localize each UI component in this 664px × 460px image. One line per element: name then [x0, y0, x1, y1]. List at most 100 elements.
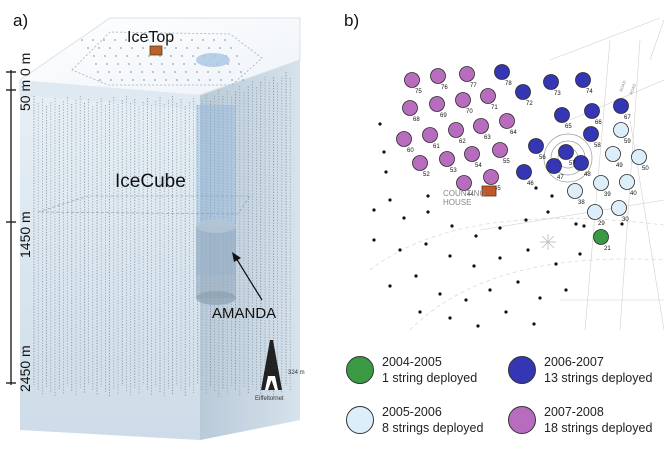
icetop-tank [119, 71, 121, 73]
legend-count: 18 strings deployed [544, 421, 653, 435]
icetop-tank [93, 55, 95, 57]
icetop-tank [208, 47, 210, 49]
string-65: 65 [554, 107, 572, 130]
icetop-tank [165, 79, 167, 81]
string-67: 67 [613, 98, 631, 121]
counting-house-label-2: HOUSE [443, 198, 471, 207]
string-marker [605, 146, 621, 162]
icetop-tank [196, 71, 198, 73]
planned-string-dot [464, 298, 468, 302]
string-number: 38 [578, 200, 585, 206]
planned-string-dot [564, 288, 568, 292]
string-number: 70 [466, 109, 473, 115]
string-48: 48 [573, 155, 591, 178]
icetop-tank [92, 39, 94, 41]
string-number: 68 [413, 117, 420, 123]
string-number: 21 [604, 246, 611, 252]
icetop-tank [103, 39, 105, 41]
icetop-tank [180, 39, 182, 41]
ice-block-side [200, 60, 300, 440]
planned-string-dot [414, 274, 418, 278]
string-marker [611, 200, 627, 216]
icetop-tank [132, 79, 134, 81]
icetop-tank [136, 39, 138, 41]
string-number: 55 [503, 159, 510, 165]
legend-swatch-green [346, 356, 374, 384]
string-78: 78 [494, 64, 512, 87]
legend-season: 2007-2008 [544, 405, 604, 419]
legend-count: 1 string deployed [382, 371, 478, 385]
legend-count: 8 strings deployed [382, 421, 484, 435]
icetop-tank [194, 63, 196, 65]
planned-string-dot [388, 284, 392, 288]
string-marker [593, 175, 609, 191]
string-number: 66 [595, 120, 602, 126]
string-number: 65 [565, 124, 572, 130]
legend-item-2007-2008: 2007-2008 18 strings deployed [508, 404, 652, 436]
icetop-tank [219, 47, 221, 49]
icetop-tank [224, 39, 226, 41]
icetop-tank [164, 47, 166, 49]
string-number: 63 [484, 135, 491, 141]
icetop-tank [131, 47, 133, 49]
icetop-tank [242, 79, 244, 81]
icetop-tank [213, 39, 215, 41]
icetop-tank [143, 79, 145, 81]
icetop-tank [130, 71, 132, 73]
icetop-tank [192, 55, 194, 57]
amanda-label: AMANDA [212, 305, 276, 322]
icecube-strings [33, 72, 291, 397]
icetop-tank [142, 47, 144, 49]
icetop-tank [104, 55, 106, 57]
string-number: 75 [415, 89, 422, 95]
icetop-array-outline [71, 31, 263, 86]
string-number: 45 [494, 186, 501, 192]
amanda-arrow [235, 257, 263, 301]
string-number: 57 [569, 161, 576, 167]
eiffel-height-label: 324 m [288, 370, 305, 376]
icetop-building [149, 45, 163, 56]
icetop-tank [87, 47, 89, 49]
icetop-tank [185, 71, 187, 73]
string-55: 55 [492, 142, 510, 165]
legend-item-2004-2005: 2004-2005 1 string deployed [346, 354, 477, 386]
string-marker [516, 164, 532, 180]
icetop-tank [141, 71, 143, 73]
string-marker [543, 74, 559, 90]
icetop-tank [148, 55, 150, 57]
string-number: 74 [586, 89, 593, 95]
string-30: 30 [611, 200, 629, 223]
planned-string-dot [448, 316, 452, 320]
legend-item-2005-2006: 2005-2006 8 strings deployed [346, 404, 483, 436]
string-45: 45 [483, 169, 501, 192]
icetop-tank [209, 79, 211, 81]
icetop-tank [174, 71, 176, 73]
string-73: 73 [543, 74, 561, 97]
string-49: 49 [605, 146, 623, 169]
string-76: 76 [430, 68, 448, 91]
instrumented-volume-outline [37, 195, 251, 215]
planned-string-dot [474, 234, 478, 238]
planned-string-dot [524, 218, 528, 222]
string-marker [396, 131, 412, 147]
icetop-tank [99, 79, 101, 81]
planned-string-dot [582, 224, 586, 228]
string-number: 49 [616, 163, 623, 169]
icetop-label: IceTop [127, 29, 174, 46]
planned-string-dot [550, 194, 554, 198]
planned-string-dot [438, 292, 442, 296]
icetop-tank [181, 55, 183, 57]
counting-house-label-1: COUNTING [443, 189, 486, 198]
string-52: 52 [412, 155, 430, 178]
icetop-tank [115, 55, 117, 57]
string-marker [613, 98, 629, 114]
icetop-tank [81, 39, 83, 41]
string-marker [573, 155, 589, 171]
depth-label-0: 0 m [17, 53, 33, 76]
planned-string-dot [372, 238, 376, 242]
icetop-tank [240, 71, 242, 73]
amanda-cylinder [196, 219, 236, 305]
icetop-tank [218, 71, 220, 73]
string-number: 59 [624, 139, 631, 145]
